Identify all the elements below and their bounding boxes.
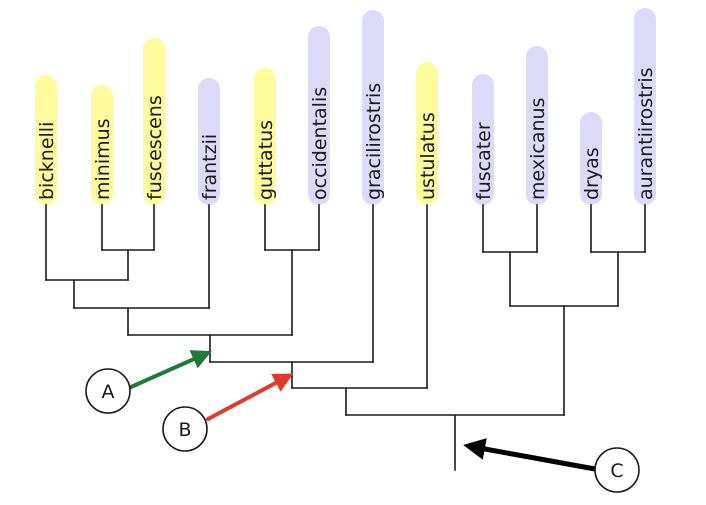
- clade-bicknelli-group: [45, 279, 129, 309]
- taxon-label-guttatus: guttatus: [255, 120, 277, 200]
- marker-c: C: [463, 438, 640, 493]
- node-a-clade: [127, 334, 293, 363]
- highlight-frantzii: [198, 78, 220, 205]
- highlight-fuscater: [472, 74, 494, 205]
- clade-guttatus-occidentalis: [264, 249, 320, 336]
- marker-c-label: C: [610, 460, 623, 482]
- arrow-a: [129, 350, 212, 389]
- taxon-label-frantzii: frantzii: [199, 134, 221, 200]
- clade-frantzii-group: [73, 307, 210, 336]
- taxon-label-fuscater: fuscater: [473, 122, 495, 200]
- marker-b-label: B: [178, 419, 191, 441]
- taxon-label-minimus: minimus: [92, 118, 114, 200]
- arrow-b: [206, 373, 294, 421]
- taxon-labels: bicknelli minimus fuscescens frantzii gu…: [36, 67, 657, 200]
- clade-dryas-aurantiirostris: [590, 251, 646, 307]
- marker-a-label: A: [102, 381, 115, 403]
- taxon-label-dryas: dryas: [581, 147, 603, 200]
- marker-c-circle: [594, 447, 640, 493]
- clade-fuscater-mexicanus: [482, 251, 538, 307]
- marker-a: A: [85, 350, 212, 414]
- marker-a-circle: [85, 368, 131, 414]
- highlight-bicknelli: [35, 75, 57, 205]
- highlight-ustulatus: [416, 62, 438, 205]
- marker-b: B: [162, 373, 294, 452]
- root-node: [345, 414, 565, 471]
- marker-b-circle: [162, 406, 208, 452]
- highlight-fuscescens: [143, 38, 165, 205]
- taxon-highlights: [35, 8, 656, 205]
- highlight-guttatus: [254, 68, 276, 205]
- highlight-dryas: [580, 112, 602, 205]
- tree-branches: [45, 204, 646, 471]
- taxon-label-gracilirostris: gracilirostris: [363, 83, 385, 200]
- arrow-c: [463, 438, 598, 472]
- highlight-aurantiirostris: [634, 8, 656, 205]
- taxon-label-occidentalis: occidentalis: [309, 87, 331, 200]
- clade-minimus-fuscescens: [101, 249, 155, 281]
- highlight-gracilirostris: [362, 10, 384, 205]
- taxon-label-bicknelli: bicknelli: [36, 122, 58, 200]
- taxon-label-mexicanus: mexicanus: [527, 98, 549, 200]
- clade-fuscater-group: [509, 305, 619, 416]
- highlight-minimus: [91, 85, 113, 205]
- node-b-clade: [209, 361, 374, 389]
- taxon-label-aurantiirostris: aurantiirostris: [635, 67, 657, 200]
- highlight-occidentalis: [308, 26, 330, 205]
- highlight-mexicanus: [526, 46, 548, 205]
- taxon-label-fuscescens: fuscescens: [144, 95, 166, 200]
- taxon-label-ustulatus: ustulatus: [417, 112, 439, 200]
- clade-ustulatus-group: [291, 387, 428, 416]
